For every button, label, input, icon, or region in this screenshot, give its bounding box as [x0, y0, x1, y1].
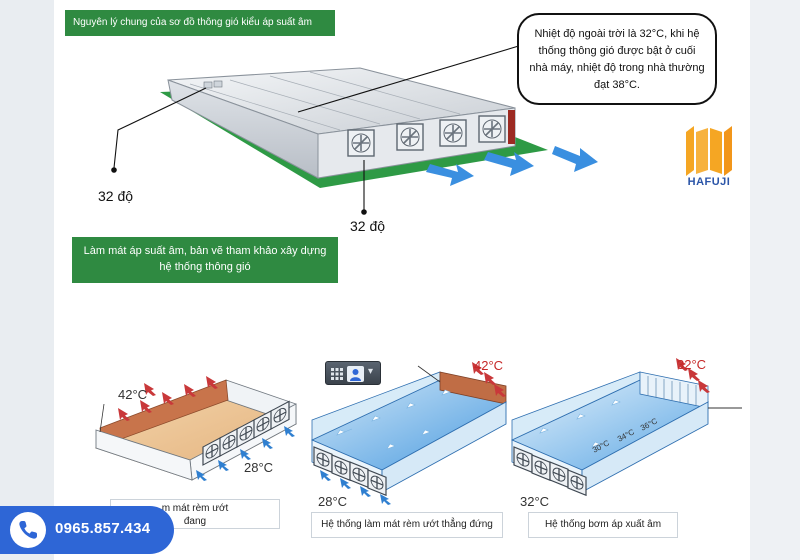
- diagram1-pointer: [99, 403, 105, 433]
- diagram2-caption: Hệ thống làm mát rèm ướt thẳng đứng: [311, 512, 503, 538]
- chevron-down-icon[interactable]: ▾: [368, 366, 374, 377]
- grid-icon[interactable]: [331, 368, 343, 380]
- diagram1-end-wall: [95, 429, 193, 481]
- diagram3-flow-arrows: [539, 399, 621, 448]
- user-icon[interactable]: [347, 366, 364, 382]
- top-caption: Nguyên lý chung của sơ đồ thông gió kiểu…: [65, 10, 335, 36]
- temperature-callout: Nhiệt độ ngoài trời là 32°C, khi hệ thốn…: [517, 13, 717, 105]
- diagram2-flow-arrows: [336, 389, 451, 450]
- diagram1-outlet-temp: 28°C: [244, 460, 274, 475]
- callout-lines: [113, 44, 523, 210]
- mid-caption: Làm mát áp suất âm, bản vẽ tham khảo xây…: [72, 237, 338, 283]
- label-fan-temp: 32 độ: [350, 218, 386, 234]
- end-door: [508, 110, 515, 144]
- diagram3-outlet-temp: 32°C: [520, 494, 550, 509]
- phone-number[interactable]: 0965.857.434: [55, 520, 151, 537]
- logo-text: HAFUJI: [687, 176, 731, 188]
- page-margin: [750, 0, 800, 560]
- small-windows: [203, 80, 223, 89]
- label-outdoor-temp: 32 độ: [98, 188, 134, 204]
- diagram2-pointer: [417, 365, 441, 383]
- diagram1-inlet-temp: 42°C: [118, 387, 148, 402]
- hafuji-logo-mark: [686, 126, 732, 176]
- image-toolbar[interactable]: ▾: [325, 361, 381, 385]
- airflow-arrows: [426, 146, 598, 186]
- callout-dot-bottom: [361, 209, 367, 215]
- diagram2-outlet-temp: 28°C: [318, 494, 348, 509]
- callout-dot-left: [111, 167, 117, 173]
- diagram3-inlet-temp: 32°C: [677, 357, 707, 372]
- diagram2-inlet-temp: 42°C: [474, 358, 504, 373]
- phone-contact-button[interactable]: 0965.857.434: [0, 506, 174, 554]
- diagram3-louvers: [647, 376, 697, 405]
- diagram3-caption: Hệ thống bơm áp xuất âm: [528, 512, 678, 538]
- phone-icon: [10, 512, 46, 548]
